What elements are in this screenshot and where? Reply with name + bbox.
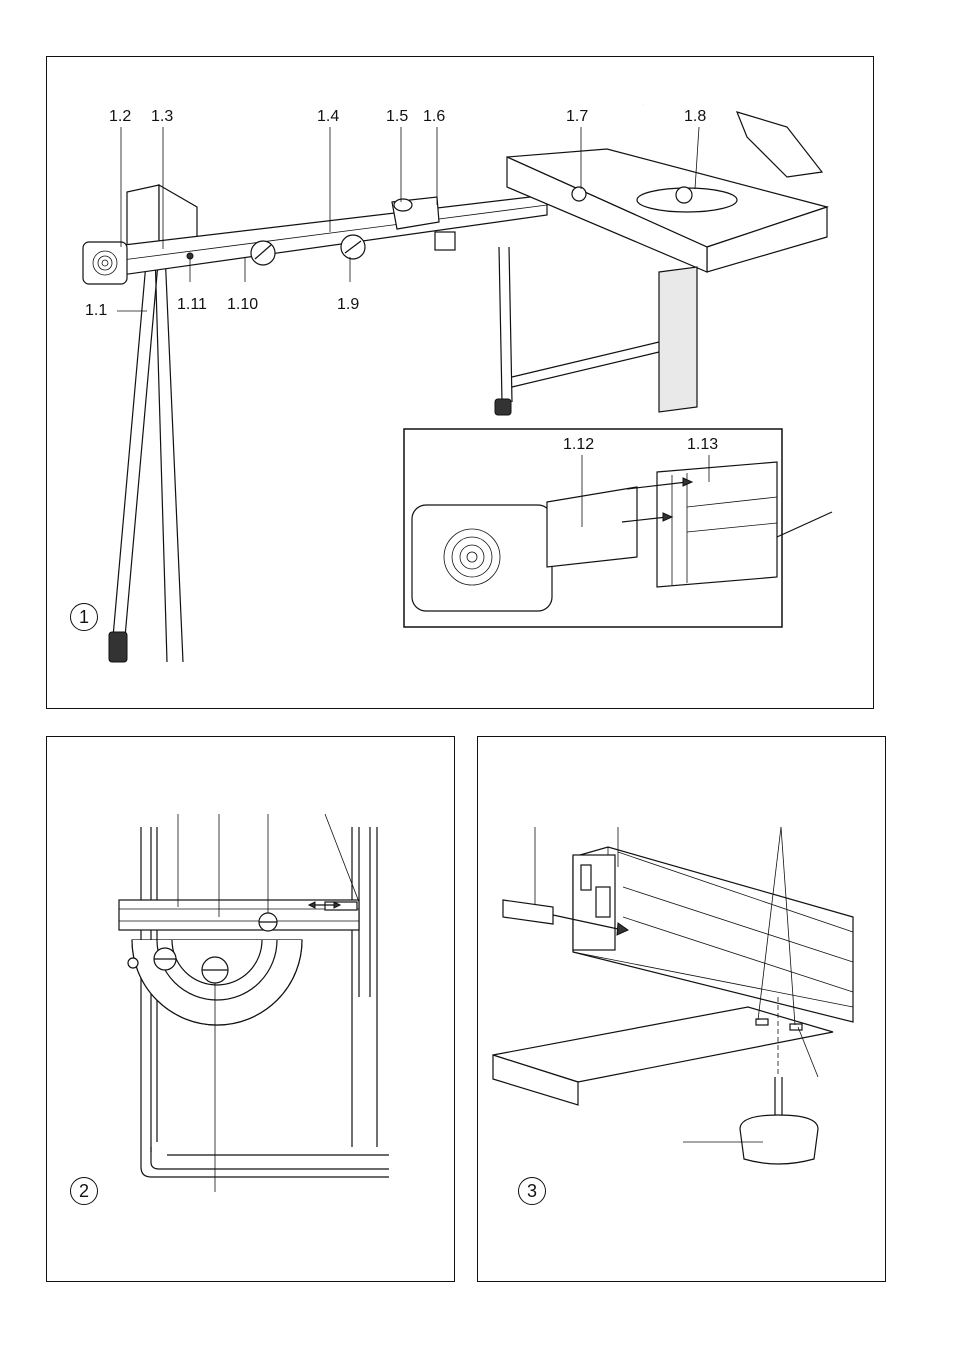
label-1-4: 1.4 <box>317 108 340 125</box>
figure-1-drawing <box>82 88 833 663</box>
label-1-9: 1.9 <box>337 296 360 313</box>
figure-2-panel: 2 <box>46 736 455 1282</box>
label-1-11: 1.11 <box>177 296 207 313</box>
label-1-12: 1.12 <box>563 436 595 453</box>
figure-2-number: 2 <box>70 1177 98 1205</box>
label-1-13: 1.13 <box>687 436 719 453</box>
label-1-3: 1.3 <box>151 108 174 125</box>
label-1-1: 1.1 <box>85 302 108 319</box>
label-1-7: 1.7 <box>566 108 589 125</box>
figure-1-panel: 1.2 1.3 1.4 1.5 1.6 1.7 1.8 1.1 1.11 1.1… <box>46 56 874 709</box>
figure-1-number: 1 <box>70 603 98 631</box>
label-1-10: 1.10 <box>227 296 259 313</box>
figure-3-number: 3 <box>518 1177 546 1205</box>
figure-3-drawing <box>492 826 854 1165</box>
figure-2-drawing <box>118 813 389 1192</box>
label-1-8: 1.8 <box>684 108 707 125</box>
label-1-2: 1.2 <box>109 108 132 125</box>
label-1-5: 1.5 <box>386 108 409 125</box>
figure-3-panel: 3 <box>477 736 886 1282</box>
label-1-6: 1.6 <box>423 108 446 125</box>
